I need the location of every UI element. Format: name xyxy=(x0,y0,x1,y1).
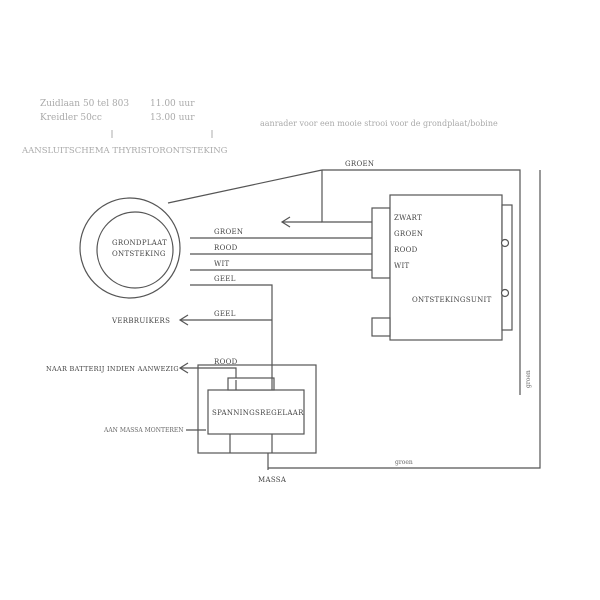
regulator-outer-frame xyxy=(197,364,317,454)
unit-side-rail xyxy=(501,204,513,331)
spanningsregelaar-label: SPANNINGSREGELAAR xyxy=(212,409,304,417)
regulator-top-tab xyxy=(227,377,275,391)
grondplaat-label-2: ONTSTEKING xyxy=(112,250,166,258)
vertical-green-label: groen xyxy=(525,370,532,388)
spanningsregelaar-box xyxy=(207,389,305,435)
wire-wit-label: WIT xyxy=(214,260,230,268)
header-right-note: aanrader voor een mooie strooi voor de g… xyxy=(260,119,498,128)
unit-terminal-rood: ROOD xyxy=(394,246,418,254)
unit-terminal-groen: GROEN xyxy=(394,230,423,238)
wire-geel-upper xyxy=(190,284,273,360)
unit-mount-top xyxy=(500,238,510,248)
ontstekingsunit-label: ONTSTEKINGSUNIT xyxy=(412,296,492,304)
arrow-left-head xyxy=(280,216,291,228)
zwart-feed-wire xyxy=(321,170,372,223)
wire-rood-label: ROOD xyxy=(214,244,238,252)
unit-terminal-block xyxy=(371,207,391,279)
stator-top-lead xyxy=(167,169,323,204)
top-green-label: GROEN xyxy=(345,160,374,168)
massa-monteren-label: AAN MASSA MONTEREN xyxy=(103,427,184,434)
batterij-label: NAAR BATTERIJ INDIEN AANWEZIG xyxy=(46,365,179,373)
header-line2-right: 13.00 uur xyxy=(150,113,195,123)
verbruikers-label: VERBRUIKERS xyxy=(111,317,170,325)
header-line1-right: 11.00 uur xyxy=(150,99,195,109)
grondplaat-label-1: GRONDPLAAT xyxy=(112,239,167,247)
header-line1-left: Zuidlaan 50 tel 803 xyxy=(40,99,129,109)
unit-bottom-tab xyxy=(371,317,391,337)
verbruikers-arrow-head xyxy=(178,314,189,326)
top-green-wire xyxy=(322,169,521,395)
header-line2-left: Kreidler 50cc xyxy=(40,113,102,123)
vertical-green-wire xyxy=(268,170,541,469)
grondplaat-inner-ring xyxy=(96,211,174,289)
bottom-green-label: groen xyxy=(395,459,413,466)
batterij-arrow-head xyxy=(178,362,189,374)
unit-mount-bottom xyxy=(500,288,510,298)
diagram-title: AANSLUITSCHEMA THYRISTORONTSTEKING xyxy=(21,146,228,156)
wire-rood-lower xyxy=(180,367,237,380)
unit-terminal-zwart: ZWART xyxy=(394,214,422,222)
unit-terminal-wit: WIT xyxy=(394,262,410,270)
wire-groen-label: GROEN xyxy=(214,228,243,236)
wire-rood-lower-label: ROOD xyxy=(214,358,238,366)
wire-geel-lower-label: GEEL xyxy=(214,310,236,318)
wire-geel-upper-label: GEEL xyxy=(214,275,236,283)
massa-label: MASSA xyxy=(258,476,287,484)
